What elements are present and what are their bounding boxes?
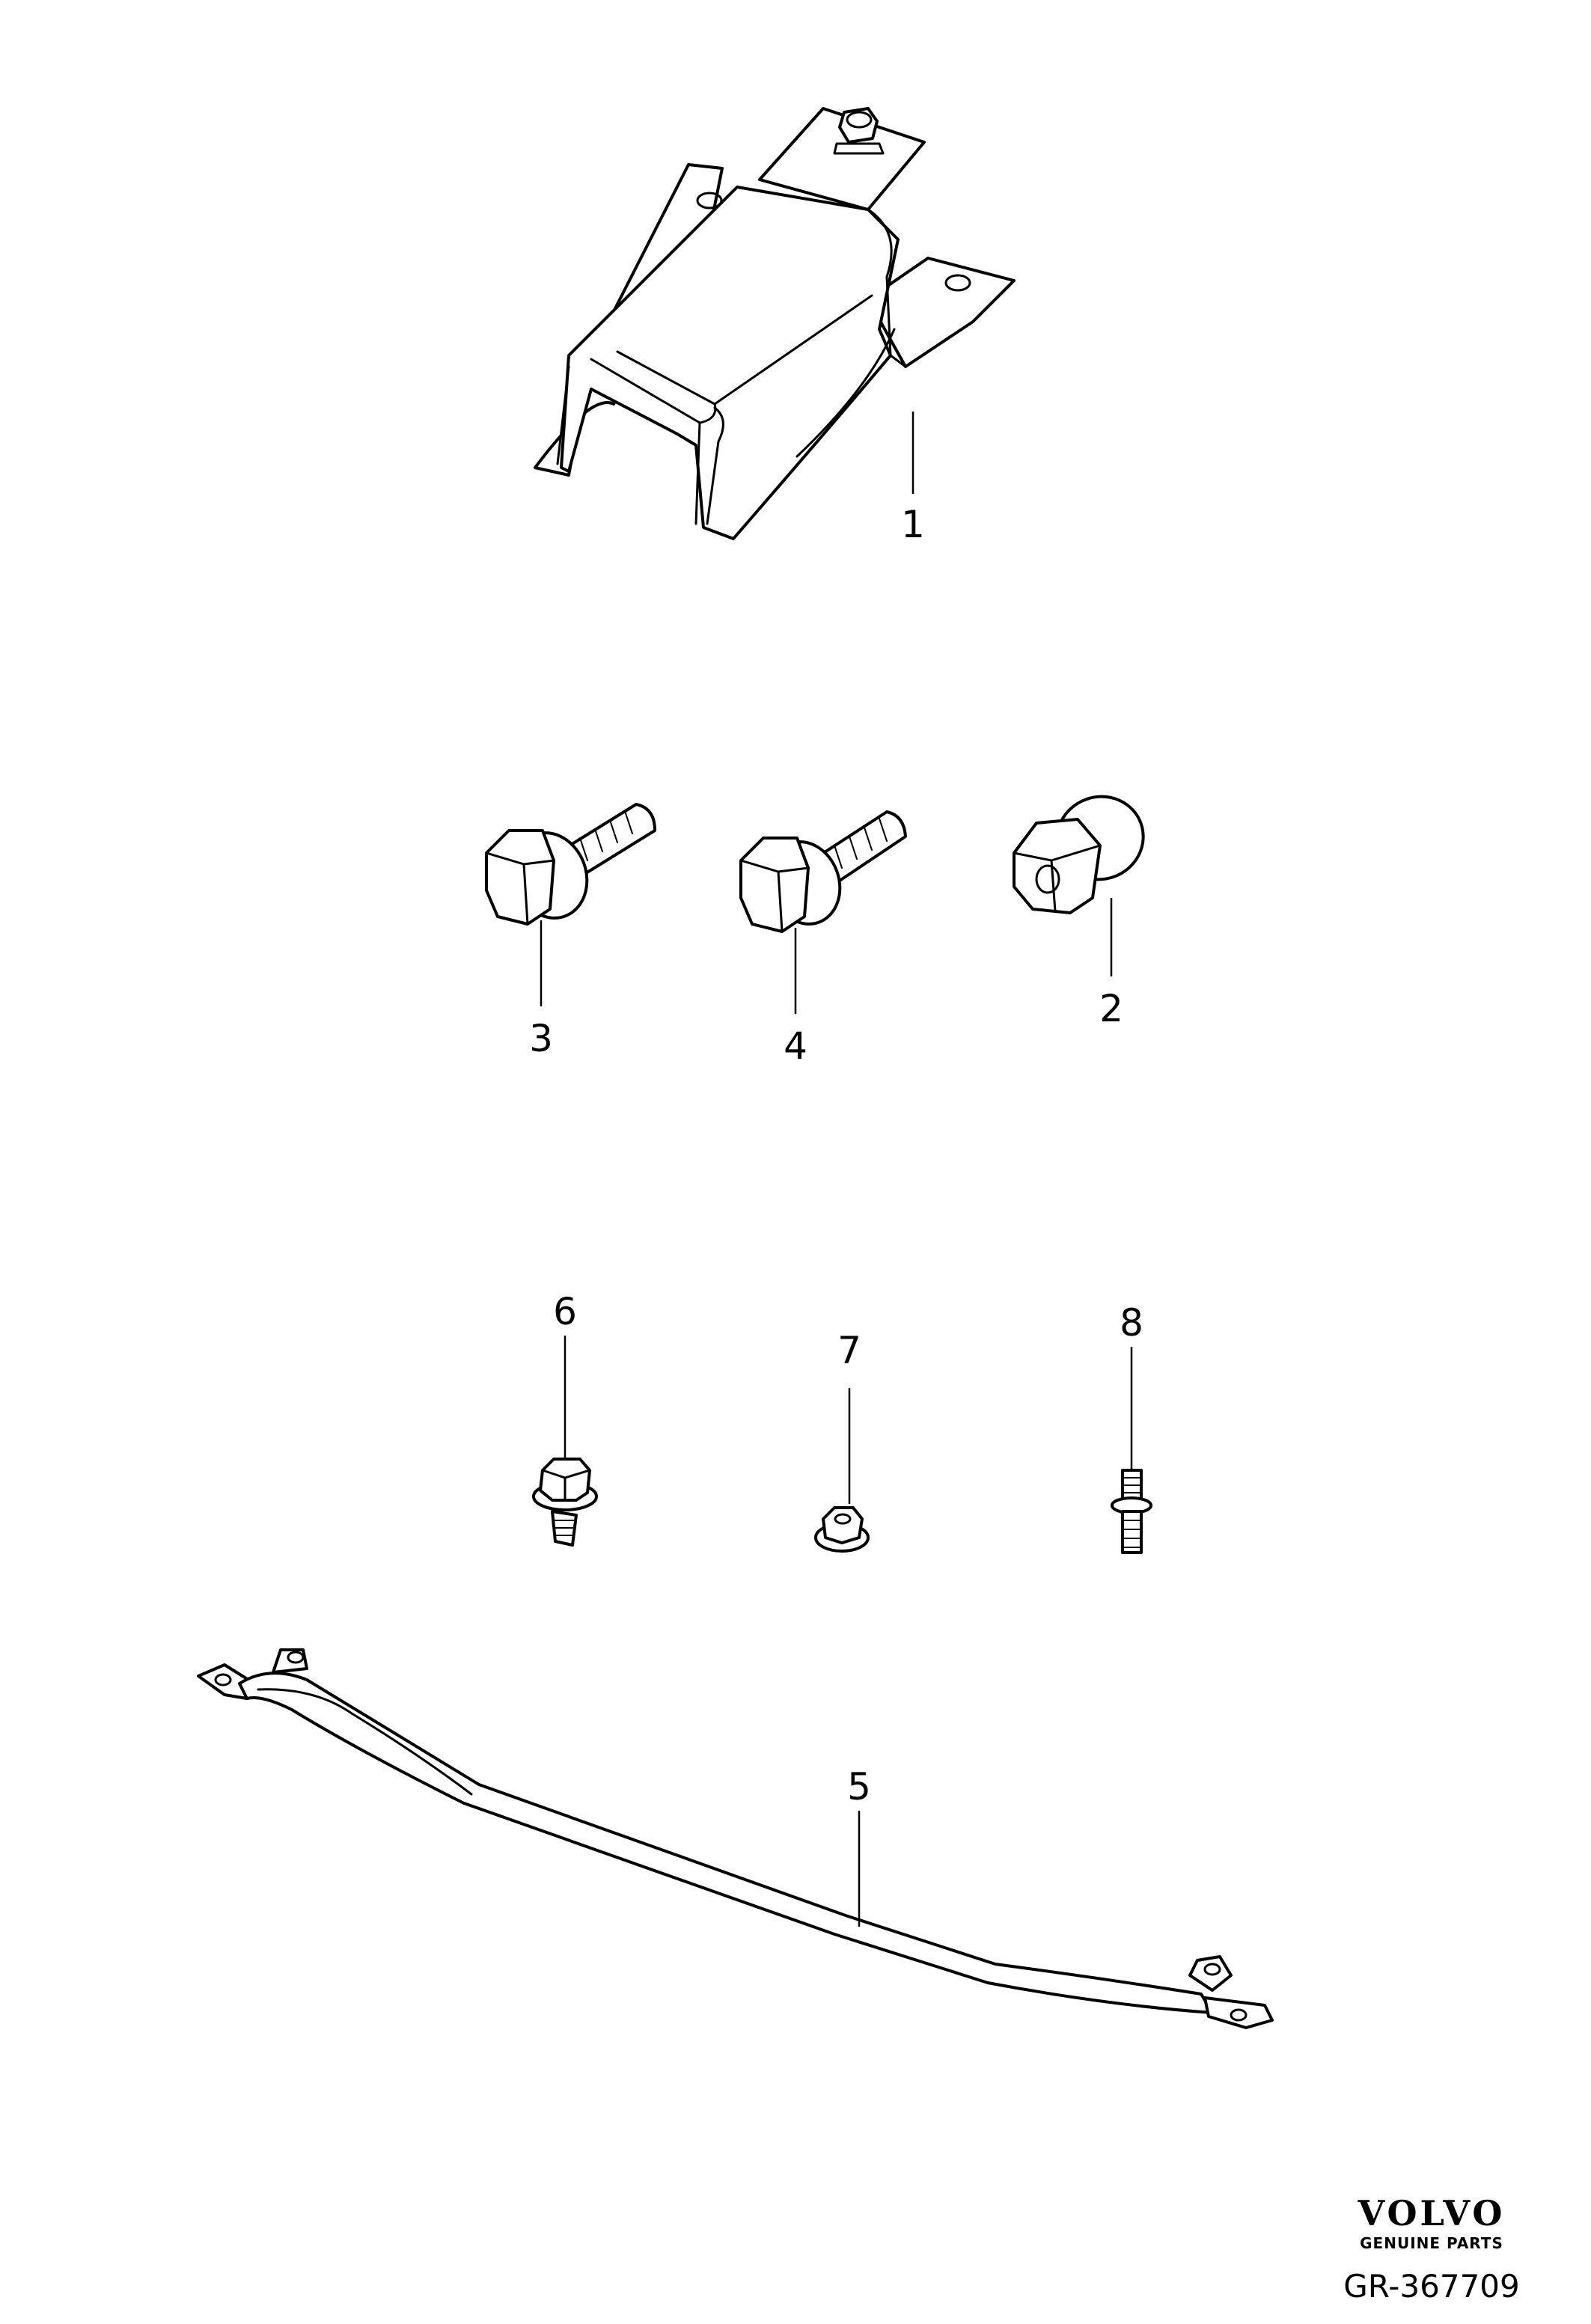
part-5-strut xyxy=(197,1648,1274,2029)
diagram-reference-code: GR-367709 xyxy=(1343,2268,1520,2305)
callout-4: 4 xyxy=(784,1024,807,1068)
part-3-flange-bolt xyxy=(485,803,656,926)
callout-5: 5 xyxy=(847,1765,871,1808)
part-4-flange-bolt xyxy=(739,810,907,933)
callout-6: 6 xyxy=(553,1290,577,1333)
callout-3: 3 xyxy=(529,1017,553,1060)
callout-1: 1 xyxy=(901,503,925,546)
callout-7: 7 xyxy=(837,1329,861,1372)
part-2-nut xyxy=(1013,795,1145,914)
volvo-logo: VOLVO xyxy=(1358,2193,1506,2233)
part-1-bracket xyxy=(534,107,1016,540)
callout-2: 2 xyxy=(1099,987,1123,1030)
part-6-bolt xyxy=(532,1458,598,1547)
part-8-stud xyxy=(1111,1469,1152,1554)
part-7-nut xyxy=(814,1506,870,1553)
callout-8: 8 xyxy=(1120,1301,1143,1345)
genuine-parts-tagline: GENUINE PARTS xyxy=(1360,2234,1503,2252)
